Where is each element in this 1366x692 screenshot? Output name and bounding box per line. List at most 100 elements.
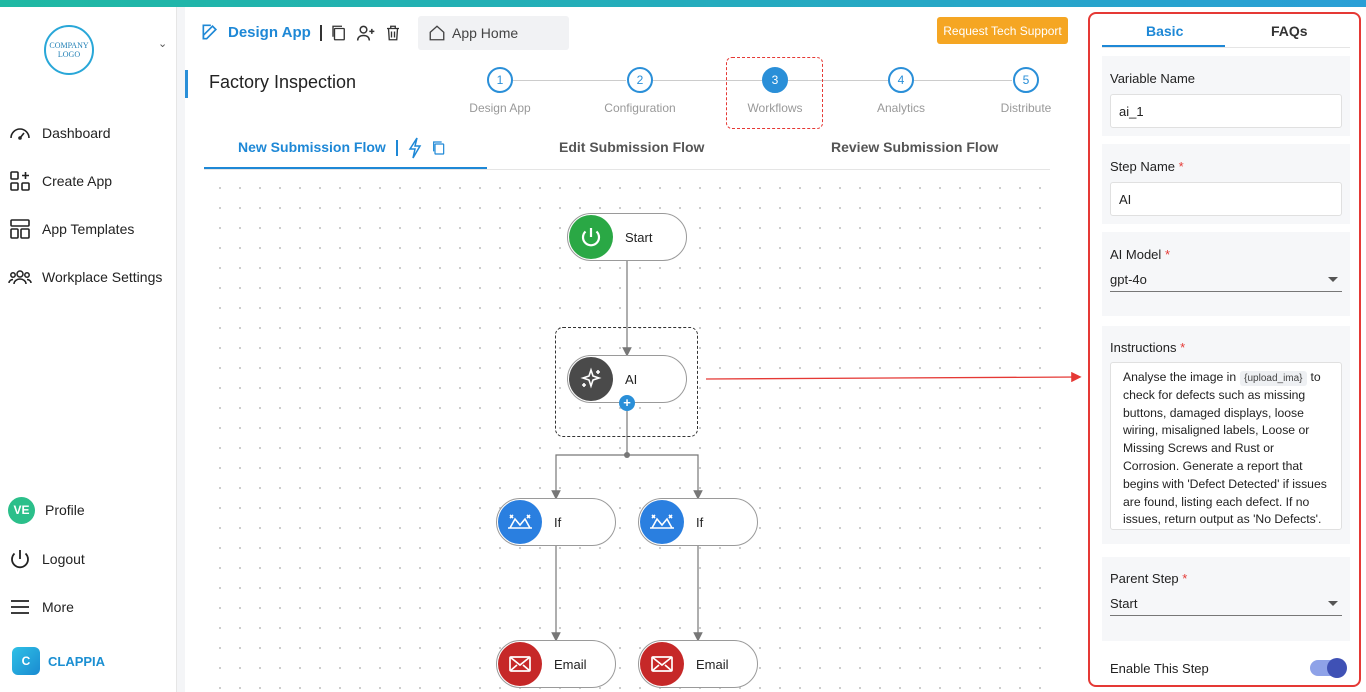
variable-chip[interactable]: {upload_ima} [1240,371,1307,386]
sidebar-item-profile[interactable]: VE Profile [8,496,85,524]
ai-node-selection [555,327,698,437]
required-marker: * [1182,571,1188,586]
parent-step-label: Parent Step [1110,571,1179,586]
step-label: Distribute [1000,101,1052,115]
variable-name-field: Variable Name [1102,56,1350,136]
title-accent [185,70,188,98]
step-number: 4 [888,67,914,93]
tab-edit-submission-flow[interactable]: Edit Submission Flow [559,139,705,155]
sidebar-item-app-templates[interactable]: App Templates [8,215,134,243]
workflows-step-highlight [726,57,823,129]
required-marker: * [1178,159,1184,174]
design-app-label: Design App [228,23,311,41]
step-distribute[interactable]: 5 Distribute [986,67,1066,115]
ai-model-field: AI Model * gpt-4o [1102,232,1350,316]
if-node-right[interactable]: If [638,498,758,546]
step-label: Design App [469,101,531,115]
step-settings-panel: Basic FAQs Variable Name Step Name * AI … [1088,12,1361,687]
step-workflows[interactable]: 3 Workflows [735,67,815,115]
add-step-button[interactable]: + [619,395,635,411]
stepper-line [513,80,626,81]
sidebar-item-create-app[interactable]: Create App [8,167,112,195]
step-name-input[interactable] [1110,182,1342,216]
sidebar-item-dashboard[interactable]: Dashboard [8,119,111,147]
tab-review-submission-flow[interactable]: Review Submission Flow [831,139,999,155]
power-icon [569,215,613,259]
instructions-field: Instructions * Analyse the image in{uplo… [1102,326,1350,544]
field-label: Instructions * [1110,340,1342,355]
parent-step-field: Parent Step * Start [1102,557,1350,641]
sidebar-gap [177,7,185,692]
sidebar-item-label: App Templates [42,221,135,237]
step-design-app[interactable]: 1 Design App [460,67,540,115]
sidebar-item-logout[interactable]: Logout [8,545,85,573]
copy-icon[interactable] [330,24,348,42]
create-app-icon [10,171,30,191]
dashboard-icon [10,128,30,140]
connector-branch-right [627,454,703,500]
request-tech-support-button[interactable]: Request Tech Support [937,17,1068,44]
instructions-textarea[interactable]: Analyse the image in{upload_ima}to check… [1110,362,1342,530]
instructions-label: Instructions [1110,340,1177,355]
sparkle-icon [569,357,613,401]
tab-faqs[interactable]: FAQs [1271,23,1308,39]
tab-basic[interactable]: Basic [1146,23,1184,39]
ai-model-value: gpt-4o [1110,272,1147,287]
field-label: AI Model * [1110,247,1342,262]
app-home-label: App Home [452,25,519,41]
step-label: Workflows [747,101,803,115]
node-label: If [554,514,562,530]
menu-icon [11,600,29,614]
mail-icon [498,642,542,686]
dropdown-caret-icon [1328,601,1338,606]
edit-icon [202,24,218,40]
sidebar-item-workplace-settings[interactable]: Workplace Settings [8,263,162,291]
step-analytics[interactable]: 4 Analytics [861,67,941,115]
lightning-icon[interactable] [407,137,423,159]
ai-node[interactable]: AI [567,355,687,403]
field-label: Parent Step * [1110,571,1342,586]
tab-new-submission-flow[interactable]: New Submission Flow [238,139,386,155]
email-node-left[interactable]: Email [496,640,616,688]
email-node-right[interactable]: Email [638,640,758,688]
node-label: Email [696,656,729,672]
power-icon [11,550,29,569]
page-title: Factory Inspection [209,72,357,92]
company-logo-text: COMPANY LOGO [49,41,89,59]
design-app-button[interactable]: Design App [200,22,311,42]
stepper-line [653,80,762,81]
if-node-left[interactable]: If [496,498,616,546]
start-node[interactable]: Start [567,213,687,261]
app-home-button[interactable]: App Home [418,16,569,50]
sidebar-item-label: More [42,599,74,615]
instructions-text-post: to check for defects such as missing but… [1123,370,1327,527]
add-user-icon[interactable] [356,23,376,43]
sidebar-item-more[interactable]: More [8,593,74,621]
active-tab-underline [204,167,487,169]
step-number: 1 [487,67,513,93]
tab-separator [396,140,398,156]
node-label: AI [625,371,638,387]
copy-flow-icon[interactable] [431,139,447,157]
branch-icon [498,500,542,544]
variable-name-input[interactable] [1110,94,1342,128]
connector-branch-left [551,454,627,500]
enable-step-toggle[interactable] [1310,658,1347,678]
required-marker: * [1164,247,1170,262]
field-label: Step Name * [1110,159,1342,174]
company-logo[interactable]: COMPANY LOGO [44,25,94,75]
parent-step-select[interactable]: Start [1110,592,1342,616]
parent-step-value: Start [1110,596,1138,611]
node-label: Email [554,656,587,672]
chevron-down-icon[interactable]: ⌄ [158,38,168,50]
required-marker: * [1180,340,1186,355]
dropdown-caret-icon [1328,277,1338,282]
stepper-line [788,80,888,81]
branch-icon [640,500,684,544]
mail-icon [640,642,684,686]
clappia-brand: C CLAPPIA [12,647,105,675]
trash-icon[interactable] [384,24,402,42]
ai-model-select[interactable]: gpt-4o [1110,268,1342,292]
step-configuration[interactable]: 2 Configuration [600,67,680,115]
